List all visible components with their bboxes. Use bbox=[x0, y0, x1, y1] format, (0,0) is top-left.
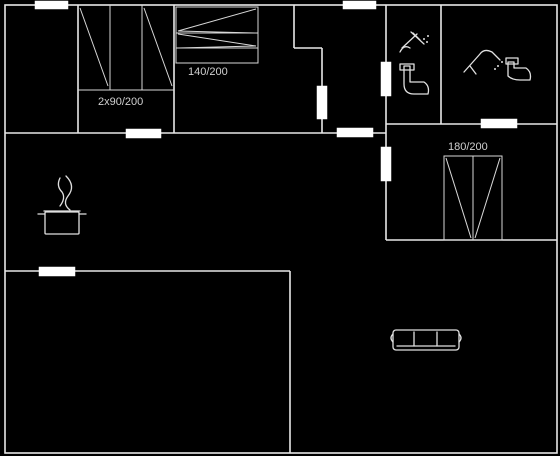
shower-toilet-icon bbox=[463, 49, 532, 81]
toilet-icon bbox=[507, 61, 532, 81]
wardrobe-door-swing bbox=[177, 33, 257, 49]
shower-head-icon bbox=[463, 49, 501, 73]
bedroom3-furniture bbox=[443, 155, 503, 241]
sofa-icon bbox=[390, 329, 462, 351]
window-top-right bbox=[342, 0, 377, 10]
outer-wall-frame bbox=[4, 4, 558, 454]
toilet-tank-icon bbox=[505, 57, 519, 65]
door-bath-right bbox=[480, 118, 518, 129]
shower-toilet-icon bbox=[399, 31, 430, 95]
bed-size-label-double-large: 180/200 bbox=[448, 141, 488, 153]
shower-head-icon bbox=[401, 31, 425, 49]
bedroom2-furniture bbox=[175, 6, 259, 64]
bedroom1-furniture bbox=[78, 5, 174, 91]
wardrobe-outline bbox=[175, 6, 259, 64]
window-top-left bbox=[34, 0, 69, 10]
door-bedroom3 bbox=[380, 146, 392, 182]
shower-hose-icon bbox=[399, 46, 411, 53]
sofa-arm-icon bbox=[390, 333, 462, 343]
bed-size-label-double-small: 140/200 bbox=[188, 66, 228, 78]
steam-icon bbox=[64, 175, 73, 211]
shower-drop bbox=[427, 35, 429, 37]
sofa-frame-icon bbox=[392, 329, 460, 351]
shower-drop bbox=[497, 65, 499, 67]
shower-arm-icon bbox=[469, 65, 477, 75]
openings bbox=[34, 0, 518, 277]
steam-icon bbox=[57, 177, 65, 207]
door-bath-left bbox=[380, 61, 392, 97]
shower-drop bbox=[494, 68, 496, 70]
door-hall bbox=[316, 85, 328, 120]
door-bedroom2 bbox=[336, 127, 374, 138]
wardrobe-door-diagonal bbox=[143, 7, 173, 87]
pot-body-icon bbox=[44, 211, 80, 235]
wardrobe-door-diagonal bbox=[79, 7, 109, 87]
outer-walls bbox=[4, 4, 558, 454]
window-kitchen bbox=[38, 266, 76, 277]
bed-size-label-twin: 2x90/200 bbox=[98, 96, 144, 108]
wardrobe-door-diagonal bbox=[445, 157, 472, 239]
shower-drop bbox=[423, 38, 425, 40]
cooking-pot-icon bbox=[37, 175, 87, 235]
toilet-tank-icon bbox=[399, 63, 415, 71]
toilet-icon bbox=[403, 65, 430, 95]
wardrobe-door-diagonal bbox=[474, 157, 501, 239]
shower-drop bbox=[501, 61, 503, 63]
shower-drop bbox=[426, 41, 428, 43]
wardrobe-door-swing bbox=[177, 8, 257, 34]
door-bedroom1 bbox=[125, 128, 162, 139]
